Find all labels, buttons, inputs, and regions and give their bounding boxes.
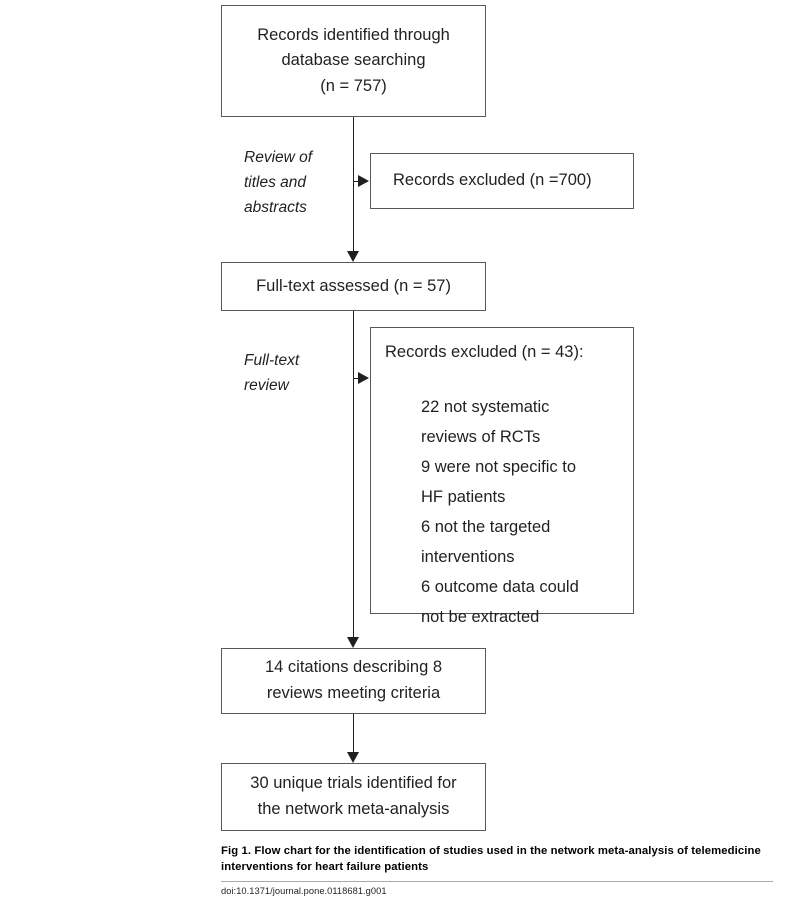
exclusion-reason-line: interventions: [421, 547, 515, 566]
figure-caption: Fig 1. Flow chart for the identification…: [221, 843, 773, 896]
node-citations-reviews: 14 citations describing 8 reviews meetin…: [221, 648, 486, 714]
exclusion-reason-line: not be extracted: [421, 607, 540, 626]
node-fulltext-assessed: Full-text assessed (n = 57): [221, 262, 486, 311]
node-records-excluded-titles: Records excluded (n =700): [370, 153, 634, 209]
caption-divider: [221, 881, 773, 883]
arrowhead-down-to-fulltext: [347, 251, 359, 262]
node-records-identified-line3: (n = 757): [320, 76, 387, 95]
exclusion-reason-line: 6 outcome data could: [421, 577, 579, 596]
stage-label-fulltext-review: Full-text review: [244, 352, 300, 395]
connector-fulltext-to-citations: [353, 311, 354, 637]
connector-identified-to-fulltext: [353, 117, 354, 251]
node-records-identified: Records identified through database sear…: [221, 5, 486, 117]
node-unique-trials: 30 unique trials identified for the netw…: [221, 763, 486, 831]
arrowhead-down-to-trials: [347, 752, 359, 763]
exclusion-reason-line: 22 not systematic: [421, 397, 550, 416]
node-fulltext-assessed-text: Full-text assessed (n = 57): [256, 276, 451, 295]
figure-caption-title: Fig 1. Flow chart for the identification…: [221, 845, 761, 874]
node-records-excluded-fulltext-reasons: 22 not systematic reviews of RCTs 9 were n…: [385, 392, 579, 632]
arrowhead-right-titles-excluded: [358, 175, 369, 187]
node-unique-trials-line2: the network meta-analysis: [257, 800, 450, 818]
node-records-excluded-fulltext: Records excluded (n = 43): 22 not system…: [370, 327, 634, 626]
node-records-identified-line1: Records identified through: [257, 25, 450, 44]
node-records-excluded-fulltext-heading: Records excluded (n = 43):: [385, 343, 584, 361]
node-citations-reviews-line2: reviews meeting criteria: [266, 684, 441, 702]
node-citations-reviews-line1: 14 citations describing 8: [264, 658, 443, 677]
exclusion-reason-line: 6 not the targeted: [421, 517, 551, 536]
exclusion-reason-line: 9 were not specific to: [421, 457, 576, 476]
arrowhead-down-to-citations: [347, 637, 359, 648]
figure-doi: doi:10.1371/journal.pone.0118681.g001: [221, 886, 387, 897]
arrowhead-right-fulltext-excluded: [358, 372, 369, 384]
exclusion-reason-line: HF patients: [421, 487, 506, 506]
node-unique-trials-line1: 30 unique trials identified for: [250, 774, 457, 793]
node-records-identified-line2: database searching: [281, 51, 426, 70]
node-records-excluded-titles-text: Records excluded (n =700): [393, 171, 592, 190]
connector-citations-to-trials: [353, 714, 354, 752]
exclusion-reason-line: reviews of RCTs: [421, 427, 541, 446]
stage-label-titles-review: Review of titles and abstracts: [244, 149, 313, 217]
